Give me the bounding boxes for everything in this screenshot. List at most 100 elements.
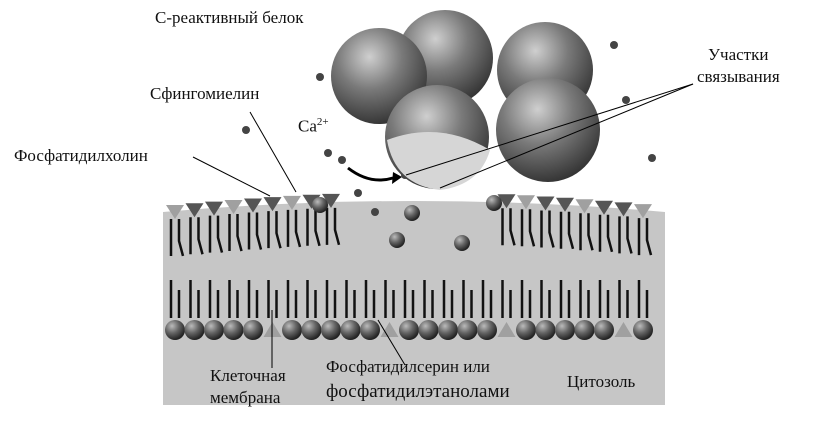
label-cell-membrane-2: мембрана — [210, 388, 281, 407]
lipid-tail — [267, 280, 278, 318]
lipid-tail — [520, 280, 532, 318]
exposed-lipid-head — [404, 205, 420, 221]
lipid-head-bottom — [594, 320, 614, 340]
lipid-tail — [286, 280, 298, 318]
calcium-ion — [371, 208, 379, 216]
lipid-head-top — [497, 194, 516, 209]
lipid-tail — [345, 280, 356, 318]
label-sphingomyelin: Сфингомиелин — [150, 84, 260, 103]
lipid-head-bottom — [418, 320, 439, 340]
exposed-lipid-head — [312, 197, 328, 213]
lipid-tail — [637, 280, 649, 318]
lipid-head-top — [536, 196, 555, 211]
calcium-ion — [622, 96, 630, 104]
lipid-tail — [267, 211, 282, 249]
lipid-tail — [247, 280, 259, 318]
lipid-tail — [598, 280, 610, 318]
label-ps-pe-2: фосфатидилэтанолами — [326, 381, 510, 402]
lipid-head-top — [263, 197, 282, 212]
lipid-tail — [520, 209, 536, 247]
lipid-tail — [637, 218, 653, 256]
lipid-tail — [598, 214, 614, 253]
lipid-tails — [169, 207, 653, 318]
label-binding-sites-2: связывания — [697, 67, 780, 86]
lipid-head-bottom — [243, 320, 263, 340]
lipid-tail — [325, 280, 337, 318]
calcium-ion — [338, 156, 346, 164]
lipid-head-bottom — [574, 320, 595, 340]
lipid-head-bottom — [614, 322, 633, 337]
lipid-tail — [189, 217, 204, 255]
lipid-head-bottom — [516, 320, 536, 340]
calcium-ion — [324, 149, 332, 157]
calcium-ion — [648, 154, 656, 162]
exposed-lipid-head — [454, 235, 470, 251]
lipid-head-top — [185, 203, 204, 218]
lipid-head-top — [575, 199, 594, 214]
calcium-ion — [242, 126, 250, 134]
binding-face — [387, 132, 490, 190]
lipid-tail — [579, 213, 594, 251]
lipid-head-bottom — [184, 320, 205, 340]
lipid-tail — [423, 280, 434, 318]
label-cell-membrane-1: Клеточная — [210, 366, 286, 385]
lipid-tail — [579, 280, 590, 318]
lipid-head-bottom — [438, 320, 458, 340]
lipid-tail — [208, 280, 220, 318]
lipid-tail — [501, 280, 512, 318]
lipid-head-bottom — [301, 320, 322, 340]
calcium-arrow — [347, 166, 394, 182]
lipid-tail — [169, 280, 181, 318]
lipid-head-top — [556, 197, 574, 212]
calcium-ion — [610, 41, 618, 49]
lipid-head-bottom — [399, 320, 419, 340]
label-crp: С-реактивный белок — [155, 8, 304, 27]
lipid-tail — [364, 280, 376, 318]
calcium-symbol: Ca — [298, 116, 317, 136]
lipid-head-top — [517, 195, 535, 210]
lipid-tail — [189, 280, 200, 318]
lipid-head-bottom — [535, 320, 556, 340]
crp-protein — [331, 10, 600, 190]
label-phosphatidylcholine: Фосфатидилхолин — [14, 146, 148, 165]
calcium-charge: 2+ — [316, 116, 329, 128]
lipid-head-bottom — [282, 320, 302, 340]
lipid-tail — [169, 218, 185, 257]
calcium-ion — [354, 189, 362, 197]
lipid-head-bottom — [477, 320, 497, 340]
lipid-tail — [384, 280, 395, 318]
lipid-head-bottom — [223, 320, 244, 340]
lipid-tail — [208, 215, 224, 253]
lipid-head-bottom — [497, 322, 516, 337]
lipid-heads — [165, 193, 653, 340]
lipid-tail — [442, 280, 454, 318]
calcium-ion — [316, 73, 324, 81]
lipid-head-bottom — [360, 320, 380, 340]
lipid-head-top — [634, 204, 652, 219]
lipid-head-top — [595, 200, 613, 215]
lipid-head-bottom — [321, 320, 341, 340]
lipid-head-bottom — [204, 320, 224, 340]
lipid-tail — [540, 210, 555, 248]
lipid-tail — [403, 280, 415, 318]
lipid-head-top — [166, 204, 184, 219]
lipid-head-bottom — [340, 320, 361, 340]
lipid-tail — [618, 216, 633, 254]
label-calcium: Ca2+ — [298, 112, 329, 137]
lipid-tail — [540, 280, 551, 318]
lipid-head-bottom — [380, 322, 399, 337]
lipid-tail — [462, 280, 473, 318]
lipid-tail — [559, 211, 575, 250]
lipid-head-bottom — [633, 320, 653, 340]
lipid-tail — [325, 207, 341, 246]
lipid-head-bottom — [165, 320, 185, 340]
exposed-lipid-head — [486, 195, 502, 211]
lipid-tail — [501, 208, 516, 246]
lipid-head-top — [322, 193, 340, 208]
lipid-head-top — [614, 202, 633, 217]
lipid-head-top — [244, 198, 262, 213]
lipid-head-top — [283, 195, 301, 210]
exposed-lipid-head — [389, 232, 405, 248]
